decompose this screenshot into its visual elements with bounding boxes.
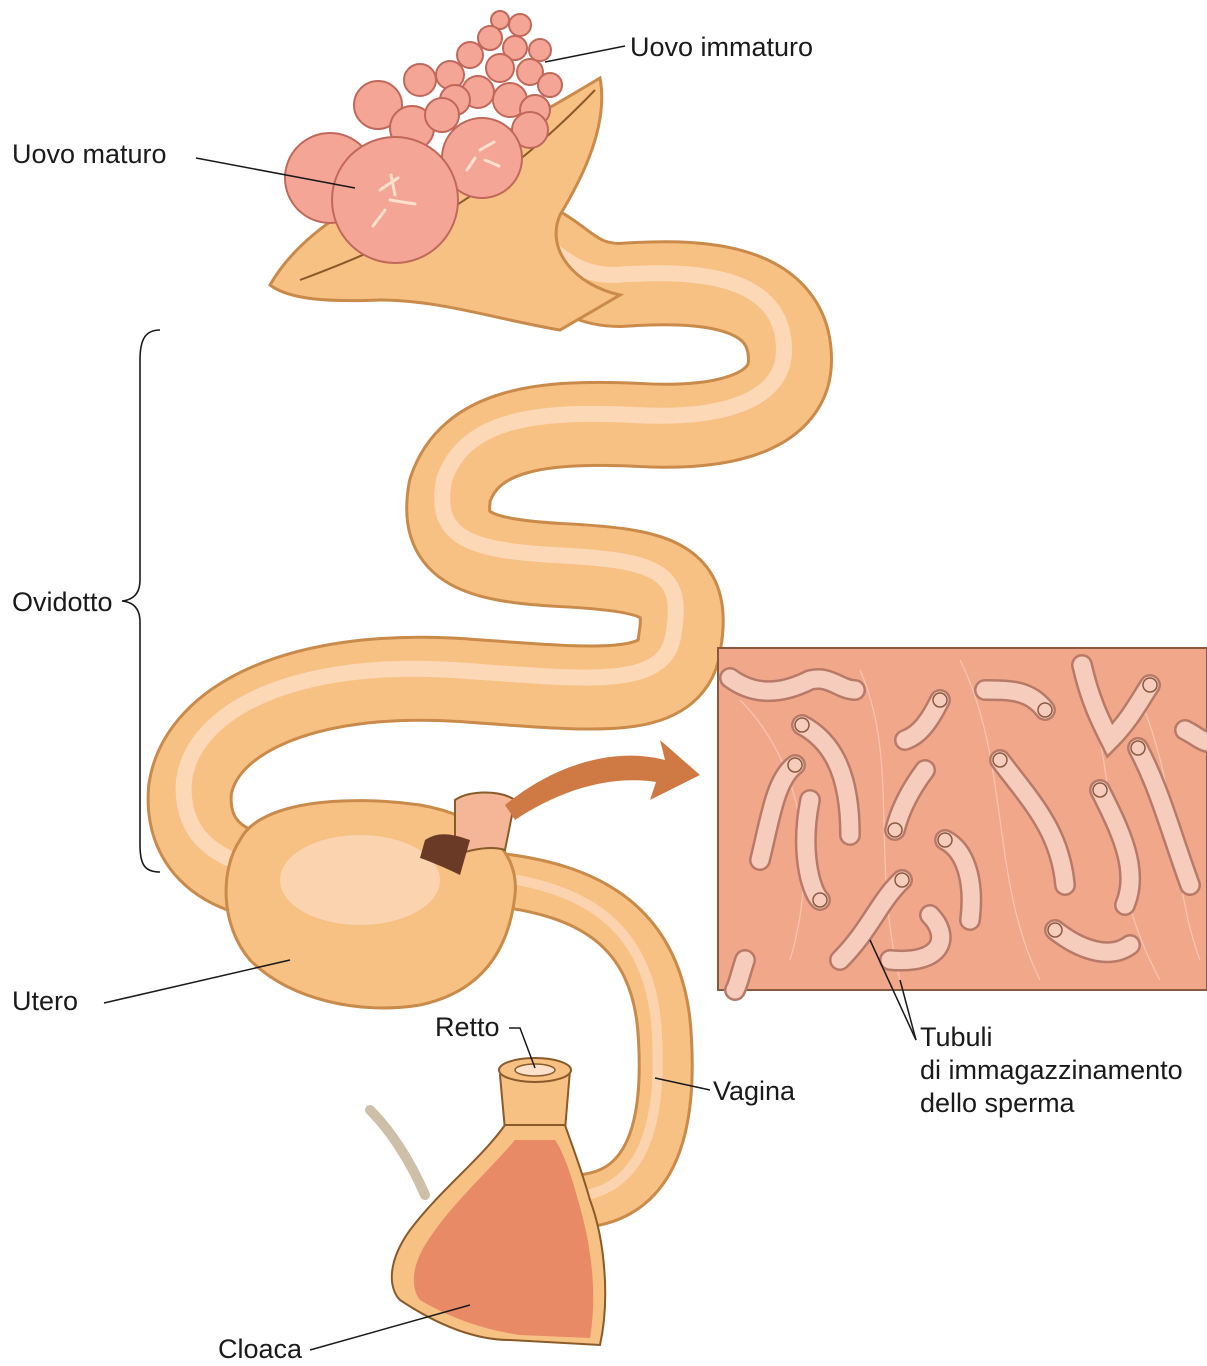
immature-egg bbox=[404, 64, 436, 96]
label-rectum: Retto bbox=[435, 1012, 500, 1042]
immature-egg bbox=[486, 54, 514, 82]
immature-egg bbox=[457, 42, 483, 68]
label-mature-egg: Uovo maturo bbox=[12, 139, 167, 169]
tubules-inset bbox=[718, 648, 1207, 990]
immature-egg bbox=[425, 98, 459, 132]
label-oviduct: Ovidotto bbox=[12, 587, 113, 617]
label-uterus: Utero bbox=[12, 986, 78, 1016]
immature-egg bbox=[509, 14, 531, 36]
label-tubules-line2: di immagazzinamento bbox=[920, 1055, 1183, 1085]
label-tubules-line3: dello sperma bbox=[920, 1088, 1076, 1118]
label-tubules-line1: Tubuli bbox=[920, 1022, 993, 1052]
immature-egg bbox=[478, 26, 502, 50]
zoom-arrow bbox=[505, 740, 700, 820]
immature-egg bbox=[538, 73, 562, 97]
label-immature-egg: Uovo immaturo bbox=[630, 32, 813, 62]
label-cloaca: Cloaca bbox=[218, 1334, 303, 1364]
immature-egg bbox=[529, 39, 551, 61]
cloaca bbox=[370, 1110, 605, 1345]
label-vagina: Vagina bbox=[713, 1076, 796, 1106]
oviduct-tube bbox=[184, 230, 790, 880]
